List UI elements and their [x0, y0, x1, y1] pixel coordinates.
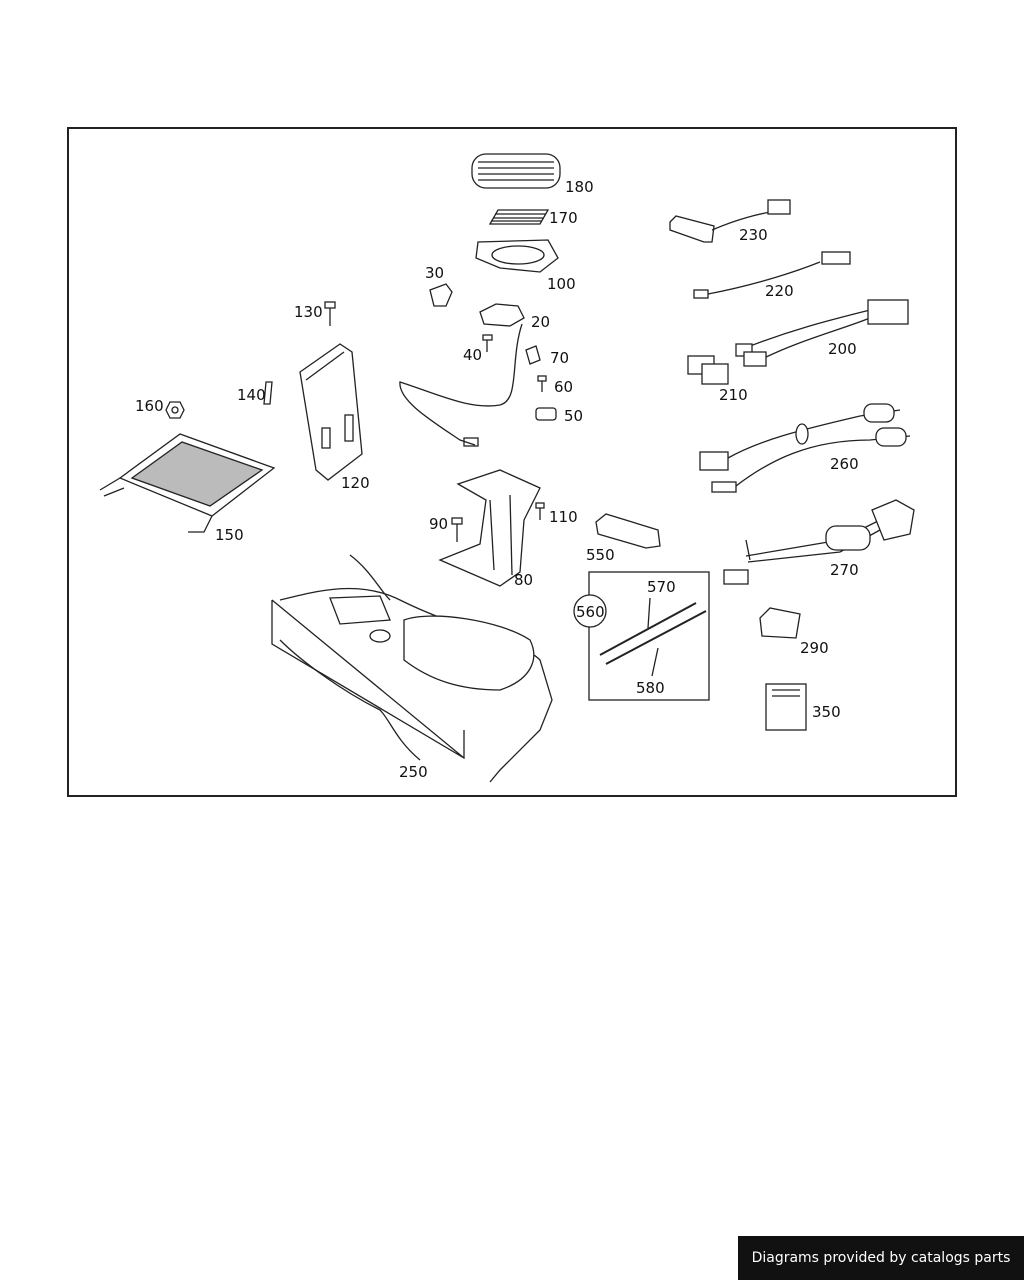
- part-150-carrier: [99, 433, 276, 533]
- part-40-screw: [482, 334, 493, 352]
- label-560: 560: [576, 603, 605, 621]
- label-250: 250: [399, 763, 428, 781]
- part-200-harness: [735, 299, 909, 367]
- label-120: 120: [341, 474, 370, 492]
- label-140: 140: [237, 386, 266, 404]
- label-260: 260: [830, 455, 859, 473]
- label-180: 180: [565, 178, 594, 196]
- part-130-screw: [324, 301, 336, 326]
- label-160: 160: [135, 397, 164, 415]
- part-250-console: [271, 554, 553, 783]
- part-290-module: [759, 607, 801, 639]
- part-20-switch: [479, 303, 525, 327]
- part-170-mat: [488, 209, 550, 225]
- diagram-frame: [67, 127, 957, 797]
- part-550-tray: [595, 513, 661, 549]
- label-70: 70: [550, 349, 569, 367]
- part-140-clip: [263, 381, 273, 405]
- label-550: 550: [586, 546, 615, 564]
- part-90-screw: [451, 517, 463, 542]
- label-350: 350: [812, 703, 841, 721]
- label-570: 570: [647, 578, 676, 596]
- label-20: 20: [531, 313, 550, 331]
- part-350-module: [765, 683, 807, 731]
- label-290: 290: [800, 639, 829, 657]
- cable-connector: [463, 437, 479, 447]
- part-20-cable: [399, 323, 523, 446]
- part-270-harness: [723, 499, 915, 585]
- part-210-connector: [687, 355, 729, 385]
- label-60: 60: [554, 378, 573, 396]
- label-50: 50: [564, 407, 583, 425]
- attribution-footer: Diagrams provided by catalogs parts: [738, 1236, 1024, 1280]
- label-580: 580: [636, 679, 665, 697]
- part-560-box: [588, 571, 710, 701]
- label-100: 100: [547, 275, 576, 293]
- part-560-callout: [573, 594, 607, 628]
- label-210: 210: [719, 386, 748, 404]
- part-80-holder: [438, 469, 541, 587]
- part-580-strip: [605, 610, 707, 665]
- part-100-tray: [475, 239, 559, 273]
- label-80: 80: [514, 571, 533, 589]
- part-570-strip: [599, 602, 697, 656]
- part-180-cover: [471, 153, 561, 189]
- label-40: 40: [463, 346, 482, 364]
- part-120-panel: [299, 343, 363, 481]
- part-160-nut: [165, 401, 185, 419]
- label-220: 220: [765, 282, 794, 300]
- label-90: 90: [429, 515, 448, 533]
- label-130: 130: [294, 303, 323, 321]
- part-230-adapter: [669, 199, 791, 243]
- part-60-screw: [537, 375, 547, 392]
- label-30: 30: [425, 264, 444, 282]
- label-230: 230: [739, 226, 768, 244]
- label-270: 270: [830, 561, 859, 579]
- label-150: 150: [215, 526, 244, 544]
- part-260-harness: [699, 403, 911, 493]
- label-110: 110: [549, 508, 578, 526]
- part-220-cable: [693, 251, 851, 299]
- part-110-screw: [535, 502, 545, 520]
- label-200: 200: [828, 340, 857, 358]
- part-50-clip: [535, 407, 557, 421]
- part-70-bracket: [525, 345, 541, 365]
- label-170: 170: [549, 209, 578, 227]
- part-30-clip: [429, 283, 453, 307]
